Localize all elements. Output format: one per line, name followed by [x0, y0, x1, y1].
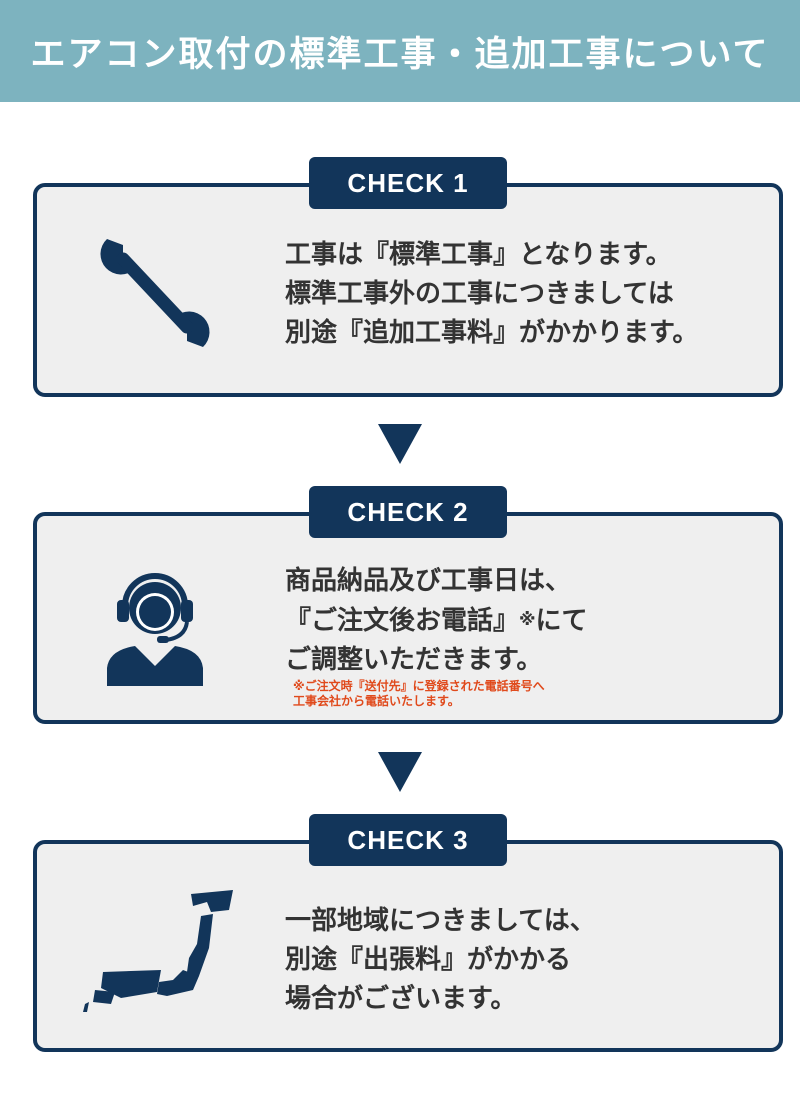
check-3-line-3: 場合がございます。: [285, 984, 517, 1014]
check-1-line-2: 標準工事外の工事につきましては: [285, 279, 674, 309]
check-1-line-1: 工事は『標準工事』となります。: [285, 240, 672, 270]
page-header: エアコン取付の標準工事・追加工事について: [0, 0, 800, 102]
check-3-line-2: 別途『出張料』がかかる: [285, 945, 572, 975]
check-2-note-line-1: ※ご注文時『送付先』に登録された電話番号へ: [293, 679, 545, 693]
check-2-note: ※ご注文時『送付先』に登録された電話番号へ 工事会社から電話いたします。: [293, 679, 545, 709]
check-1-line-3: 別途『追加工事料』がかかります。: [285, 318, 699, 348]
check-2-asterisk-mark: ※: [519, 610, 536, 630]
check-card-3: CHECK 3 一部地域につきましては、 別途『出張料』がかかる 場合がございま…: [33, 814, 783, 1052]
check-3-text: 一部地域につきましては、 別途『出張料』がかかる 場合がございます。: [285, 902, 596, 1019]
down-arrow-icon: [378, 424, 422, 464]
check-2-line-1: 商品納品及び工事日は、: [285, 566, 572, 596]
check-2-text: 商品納品及び工事日は、 『ご注文後お電話』※にて ご調整いただきます。: [285, 562, 588, 680]
check-2-line-2-suffix: にて: [535, 606, 588, 636]
check-badge-2: CHECK 2: [309, 486, 507, 538]
check-card-2: CHECK 2 商品納品及び工事日は、 『ご注文後お電話』※にて ご調整いただき…: [33, 486, 783, 724]
page-title: エアコン取付の標準工事・追加工事について: [30, 34, 770, 75]
check-3-line-1: 一部地域につきましては、: [285, 906, 596, 936]
check-2-note-line-2: 工事会社から電話いたします。: [293, 694, 460, 708]
japan-map-icon: [83, 890, 233, 1012]
down-arrow-icon: [378, 752, 422, 792]
check-card-1: CHECK 1 工事は『標準工事』となります。 標準工事外の工事につきましては …: [33, 157, 783, 397]
check-badge-1: CHECK 1: [309, 157, 507, 209]
wrench-icon: [100, 239, 210, 347]
check-1-text: 工事は『標準工事』となります。 標準工事外の工事につきましては 別途『追加工事料…: [285, 236, 698, 353]
check-badge-3: CHECK 3: [309, 814, 507, 866]
check-2-line-2-main: 『ご注文後お電話』: [285, 606, 520, 636]
check-2-line-2: 『ご注文後お電話』※にて: [285, 601, 588, 641]
check-2-line-3: ご調整いただきます。: [285, 645, 543, 675]
operator-headset-icon: [107, 573, 203, 686]
